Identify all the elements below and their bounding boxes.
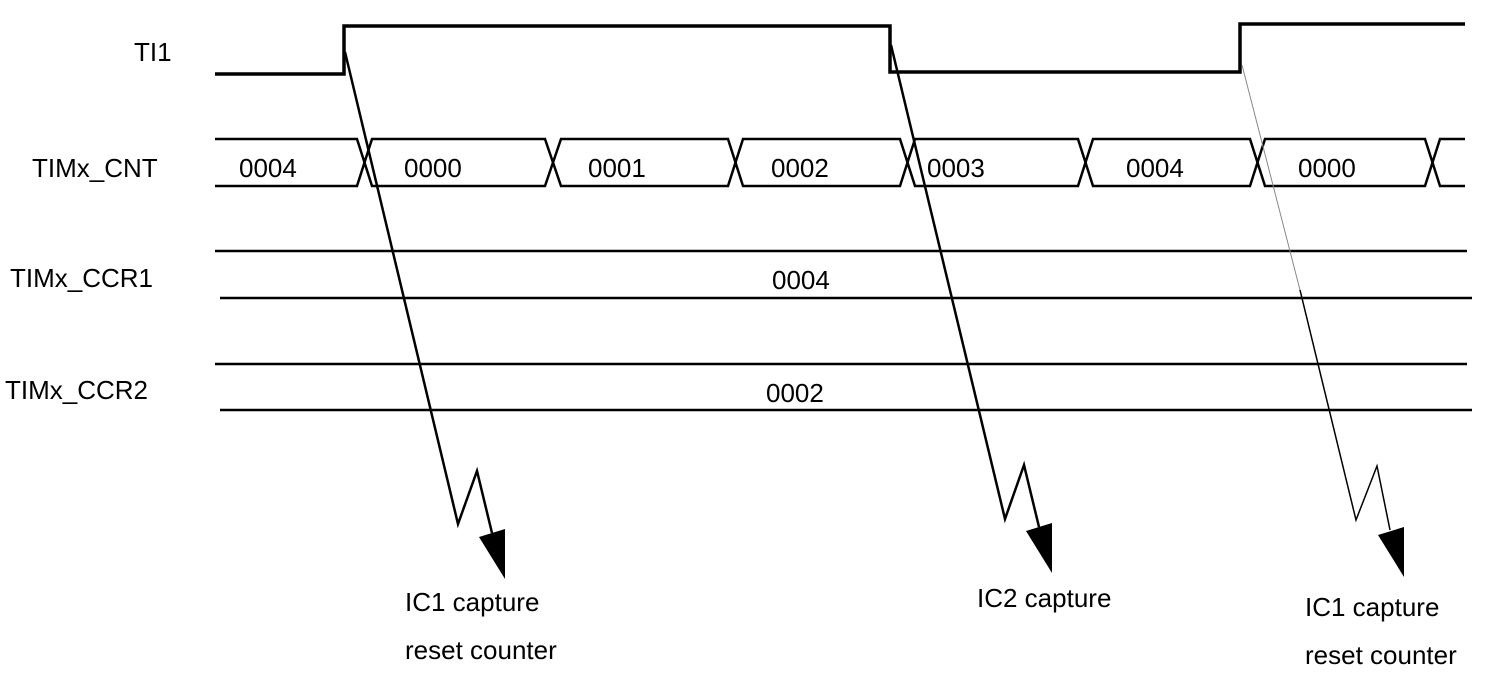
signal-label-ccr2: TIMx_CCR2 <box>5 375 148 405</box>
event-arrow-ic1 <box>343 51 505 579</box>
event-arrow-ic1-second <box>1241 64 1404 577</box>
cnt-value: 0000 <box>1298 153 1356 183</box>
cnt-value: 0001 <box>588 153 646 183</box>
signal-label-cnt: TIMx_CNT <box>32 153 158 183</box>
cnt-bus <box>215 137 1465 188</box>
event-caption: IC2 capture <box>977 583 1111 613</box>
cnt-value: 0004 <box>1126 153 1184 183</box>
event-caption: reset counter <box>1305 640 1457 670</box>
cnt-value: 0000 <box>404 153 462 183</box>
ccr1-bus <box>215 249 1472 300</box>
ccr2-value: 0002 <box>766 378 824 408</box>
signal-label-ccr1: TIMx_CCR1 <box>10 263 153 293</box>
event-caption: reset counter <box>405 635 557 665</box>
event-caption: IC1 capture <box>405 587 539 617</box>
event-arrow-ic2 <box>889 44 1052 573</box>
cnt-value: 0002 <box>771 153 829 183</box>
ti1-waveform <box>215 22 1465 76</box>
ccr1-value: 0004 <box>772 265 830 295</box>
ccr2-bus <box>215 362 1472 412</box>
event-caption: IC1 capture <box>1305 592 1439 622</box>
cnt-value: 0003 <box>927 153 985 183</box>
cnt-value: 0004 <box>239 153 297 183</box>
signal-label-ti1: TI1 <box>134 37 172 67</box>
